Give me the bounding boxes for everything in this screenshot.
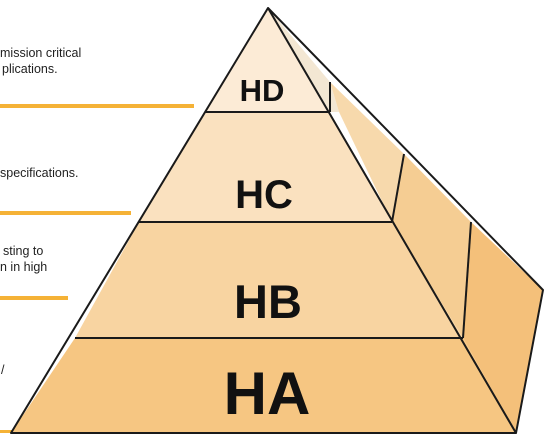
level-label-hb: HB	[234, 275, 302, 328]
description-hb-line-2: n in high	[0, 260, 48, 274]
description-hb: sting to n in high	[0, 243, 47, 275]
pyramid-side-ha	[463, 222, 543, 433]
connector-bar-ha	[0, 430, 12, 433]
description-ha: /	[1, 362, 4, 378]
level-label-hc: HC	[235, 173, 293, 217]
connector-bar-hd	[0, 104, 194, 108]
description-hc-line-1: specifications.	[0, 166, 79, 180]
pyramid-tier-ha	[11, 338, 516, 433]
description-hb-line-1: sting to	[3, 244, 44, 258]
level-label-ha: HA	[224, 360, 311, 427]
pyramid-side-hb	[392, 154, 471, 338]
description-hd-line-1: mission critical	[0, 46, 82, 60]
pyramid-side-hc	[330, 82, 404, 222]
level-label-hd: HD	[240, 73, 285, 108]
connector-bar-hc	[0, 211, 131, 215]
pyramid-tier-hb	[75, 222, 463, 338]
description-ha-line-1: /	[1, 363, 5, 377]
description-hc: specifications.	[0, 165, 79, 181]
pyramid-side-hd	[268, 8, 339, 112]
description-hd: mission critical plications.	[0, 45, 81, 77]
pyramid-outlines	[10, 7, 544, 434]
description-hd-line-2: plications.	[2, 62, 58, 76]
connector-bar-hb	[0, 296, 68, 300]
pyramid-tier-hd	[205, 8, 330, 112]
pyramid-tier-hc	[139, 112, 392, 222]
